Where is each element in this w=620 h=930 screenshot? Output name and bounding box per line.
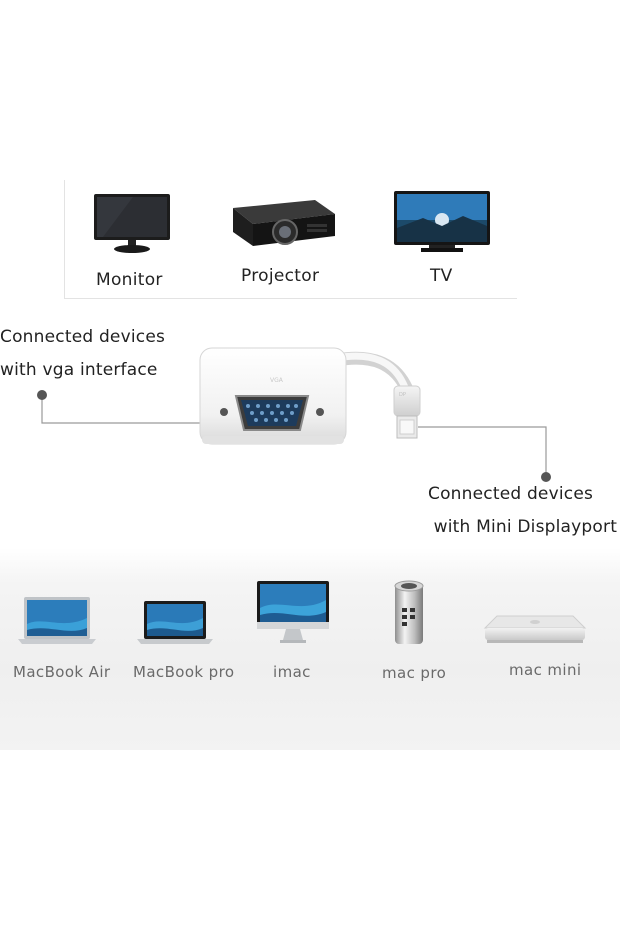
macbook-air-icon: [18, 596, 96, 646]
mini-dp-callout-dot: [541, 472, 551, 482]
vga-adapter-icon: VGA DP: [196, 344, 432, 464]
mac-label-macbook-pro: MacBook pro: [133, 663, 235, 681]
vga-callout-line2: with vga interface: [0, 360, 158, 380]
device-label-tv: TV: [430, 266, 453, 286]
mac-pro-icon: [391, 578, 427, 648]
imac-icon: [256, 580, 330, 644]
display-devices-panel: [64, 180, 517, 299]
svg-text:DP: DP: [399, 392, 406, 398]
tv-icon: [393, 190, 491, 254]
projector-icon: [223, 194, 337, 252]
device-label-monitor: Monitor: [96, 270, 163, 290]
vga-callout-dot: [37, 390, 47, 400]
device-label-projector: Projector: [241, 266, 320, 286]
mini-dp-callout-line: [418, 426, 547, 475]
mac-label-mac-mini: mac mini: [509, 661, 582, 679]
mac-label-mac-pro: mac pro: [382, 664, 447, 682]
mini-dp-callout-line2: with Mini Displayport: [428, 517, 618, 537]
mac-label-macbook-air: MacBook Air: [13, 663, 111, 681]
mini-dp-callout-line1: Connected devices: [428, 484, 594, 504]
mac-label-imac: imac: [273, 663, 311, 681]
macbook-pro-icon: [137, 600, 213, 646]
svg-text:VGA: VGA: [270, 377, 284, 384]
vga-callout-line: [41, 396, 236, 424]
vga-callout-line1: Connected devices: [0, 327, 166, 347]
monitor-icon: [93, 193, 173, 255]
vga-callout-text: Connected devices with vga interface: [0, 321, 165, 387]
mac-devices-band: [0, 548, 620, 750]
mac-mini-icon: [483, 612, 587, 646]
